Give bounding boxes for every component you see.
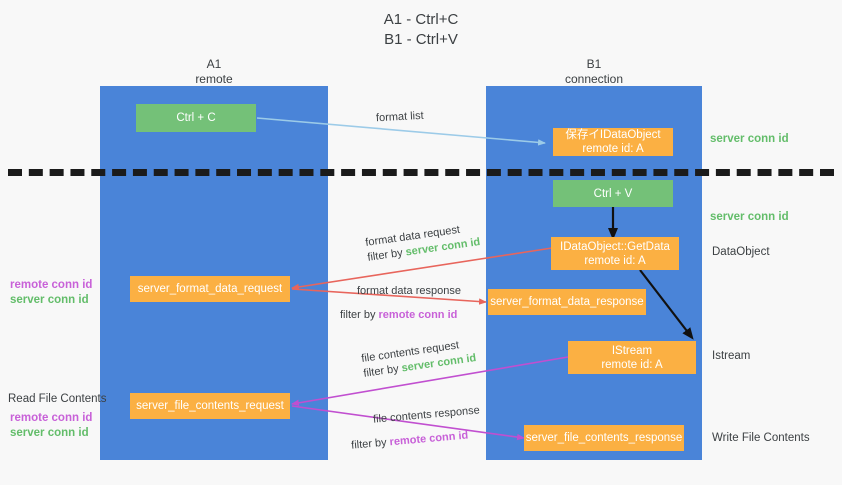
node-idataobject-getdata-line1: IDataObject::GetData [560, 240, 670, 253]
lane-b1-title: B1 [586, 57, 602, 71]
annotation-istream: Istream [712, 350, 751, 362]
annotation-remote-conn-id-2: remote conn id [10, 412, 93, 424]
node-idataobject-store[interactable]: 保存イIDataObject remote id: A [553, 128, 673, 156]
lane-b1-subtitle: connection [564, 72, 624, 86]
edge-label-format-data-response: format data response filter by remote co… [340, 284, 461, 323]
diagram-title: A1 - Ctrl+C B1 - Ctrl+V [0, 10, 842, 50]
node-server-file-contents-request-label: server_file_contents_request [136, 400, 284, 412]
edge-label-file-contents-response-prefix: filter by [350, 436, 391, 452]
edge-label-format-data-response-key: remote conn id [378, 309, 458, 321]
edge-label-format-data-request-prefix: filter by [366, 246, 407, 264]
lane-header-a1: A1 remote [100, 57, 328, 87]
edge-label-format-data-response-line2: filter by remote conn id [340, 308, 461, 323]
node-idataobject-store-line2: remote id: A [582, 143, 644, 155]
node-ctrl-c[interactable]: Ctrl + C [136, 104, 256, 132]
node-server-format-data-response-label: server_format_data_response [490, 296, 644, 308]
node-idataobject-getdata[interactable]: IDataObject::GetData remote id: A [551, 237, 679, 270]
node-idataobject-getdata-line2: remote id: A [584, 254, 646, 267]
node-idataobject-store-line1: 保存イIDataObject [565, 129, 661, 141]
edge-label-file-contents-request-prefix: filter by [362, 362, 403, 380]
edge-label-file-contents-response: file contents response filter by remote … [351, 403, 483, 451]
node-server-file-contents-response-label: server_file_contents_response [525, 432, 683, 444]
node-ctrl-v-label: Ctrl + V [593, 187, 633, 200]
node-server-file-contents-request[interactable]: server_file_contents_request [130, 393, 290, 419]
annotation-read-file-contents: Read File Contents [8, 393, 107, 405]
edge-label-format-list-text: format list [375, 109, 424, 125]
node-istream[interactable]: IStream remote id: A [568, 341, 696, 374]
annotation-server-conn-id-top: server conn id [710, 133, 789, 145]
annotation-server-conn-id-2: server conn id [10, 427, 89, 439]
node-ctrl-v[interactable]: Ctrl + V [553, 180, 673, 207]
node-server-format-data-request-label: server_format_data_request [137, 283, 283, 295]
annotation-dataobject: DataObject [712, 246, 770, 258]
annotation-remote-conn-id-1: remote conn id [10, 279, 93, 291]
edge-label-file-contents-request: file contents request filter by server c… [360, 336, 477, 382]
lane-a1-subtitle: remote [195, 72, 233, 86]
edge-label-format-data-response-prefix: filter by [340, 309, 379, 321]
edge-label-format-data-request: format data request filter by server con… [364, 220, 481, 266]
edge-label-file-contents-response-key: remote conn id [389, 429, 469, 449]
node-ctrl-c-label: Ctrl + C [176, 112, 216, 124]
node-server-format-data-request[interactable]: server_format_data_request [130, 276, 290, 302]
node-istream-line1: IStream [611, 344, 653, 357]
node-istream-line2: remote id: A [601, 358, 663, 371]
edge-label-file-contents-response-line2: filter by remote conn id [351, 427, 483, 453]
annotation-server-conn-id-1: server conn id [10, 294, 89, 306]
lane-header-b1: B1 connection [486, 57, 702, 87]
annotation-server-conn-id-mid: server conn id [710, 211, 789, 223]
edge-label-file-contents-response-line1: file contents response [372, 404, 481, 426]
title-line-2: B1 - Ctrl+V [384, 31, 458, 48]
title-line-1: A1 - Ctrl+C [383, 11, 459, 28]
node-server-format-data-response[interactable]: server_format_data_response [488, 289, 646, 315]
edge-label-format-list: format list [376, 109, 424, 126]
lane-a1-title: A1 [206, 57, 222, 71]
node-server-file-contents-response[interactable]: server_file_contents_response [524, 425, 684, 451]
annotation-write-file-contents: Write File Contents [712, 432, 810, 444]
edge-label-format-data-response-line1: format data response [357, 285, 461, 297]
phase-divider [8, 169, 834, 176]
